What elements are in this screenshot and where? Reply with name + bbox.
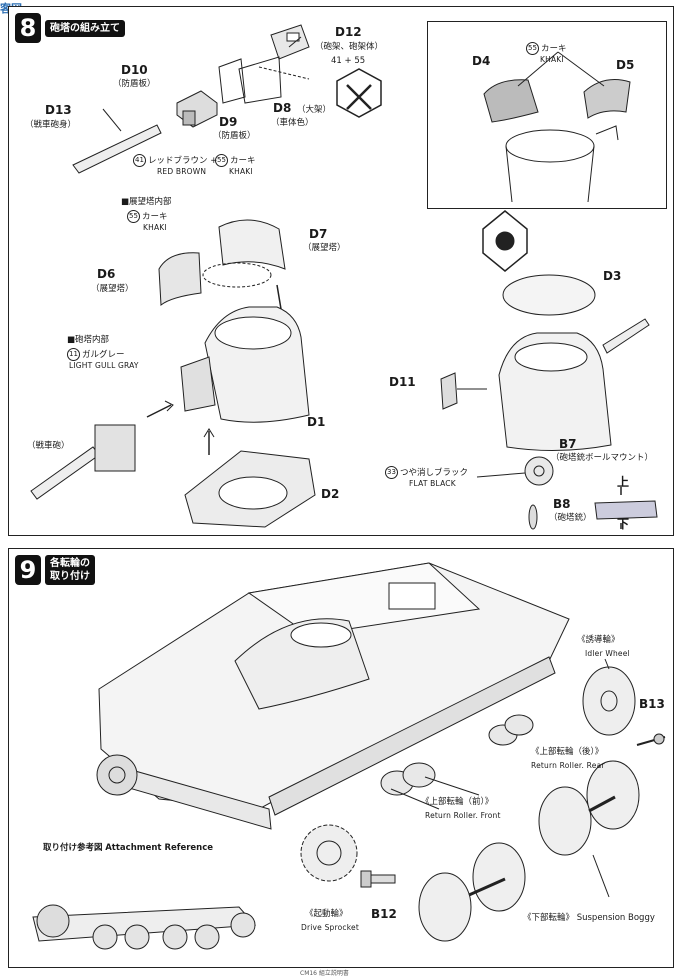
boggy-en: Suspension Boggy (576, 913, 655, 923)
part-D3: D3 (603, 269, 622, 283)
step-title-line1: 各転輪の (50, 558, 90, 569)
step-title: 各転輪の 取り付け (45, 555, 95, 585)
part-D12-paint: 41 + 55 (331, 56, 366, 66)
part-D12-desc: （砲架、砲架体） (315, 42, 384, 52)
return-front-jp: 《上部転輪（前）》 (421, 797, 494, 807)
paint-number: 33 (385, 466, 398, 479)
paint-number: 55 (127, 210, 140, 223)
wheel-assembly-illustration (32, 562, 666, 950)
paint-khaki-inset-en: KHAKI (540, 55, 564, 64)
paint-red-brown-en: RED BROWN (157, 167, 207, 176)
cupola-interior-label: ■展望塔内部 (121, 197, 172, 207)
part-D8: D8 (273, 101, 292, 115)
return-rear-jp: 《上部転輪（後）》 (531, 747, 604, 757)
part-D1: D1 (307, 415, 326, 429)
paint-number: 41 (133, 154, 146, 167)
paint-name: ガルグレー (82, 350, 125, 360)
paint-number: 11 (67, 348, 80, 361)
paint-name: つや消しブラック (400, 468, 469, 478)
paint-name: カーキ (230, 156, 256, 166)
reference-en: Attachment Reference (105, 843, 214, 853)
boggy-jp: 《下部転輪》 (523, 913, 575, 923)
idler-label-jp: 《誘導輪》 (577, 635, 620, 645)
step-8-badge: 8 砲塔の組み立て (15, 13, 125, 43)
step-9-badge: 9 各転輪の 取り付け (15, 555, 95, 585)
paint-flat-black-en: FLAT BLACK (409, 479, 456, 488)
step-9-panel: 9 各転輪の 取り付け 《誘導輪》 Idler Wheel B13 《上部転輪（… (8, 548, 674, 968)
part-D12: D12 (335, 25, 362, 39)
paint-name: レッドブラウン + (148, 156, 218, 166)
part-D11: D11 (389, 375, 416, 389)
part-D2: D2 (321, 487, 340, 501)
boggy-label: 《下部転輪》 Suspension Boggy (523, 913, 655, 924)
return-rear-en: Return Roller. Rear (531, 761, 605, 770)
part-D6-desc: （展望塔） (91, 284, 134, 294)
paint-khaki-cupola-en: KHAKI (143, 223, 167, 232)
part-B8-desc: （砲塔銃） (549, 513, 592, 523)
reference-jp: 取り付け参考図 (43, 843, 103, 853)
hatch-detail-illustration (483, 51, 631, 203)
part-D6: D6 (97, 267, 116, 281)
footer-note: CM16 組立説明書 (300, 970, 349, 977)
turret-interior-label: ■砲塔内部 (67, 335, 110, 345)
tank-gun-label: （戦車砲） (27, 441, 70, 451)
part-D4: D4 (472, 54, 491, 68)
part-D13: D13 (45, 103, 72, 117)
paint-light-gull-gray-en: LIGHT GULL GRAY (69, 361, 139, 370)
part-D9: D9 (219, 115, 238, 129)
down-marker: 下 (617, 517, 630, 531)
step-8-panel: 8 砲塔の組み立て D12 （砲架、砲架体） 41 + 55 D10 （防盾板）… (8, 6, 674, 536)
part-D5: D5 (616, 58, 635, 72)
paint-name: カーキ (142, 212, 168, 222)
paint-number: 55 (215, 154, 228, 167)
part-D7: D7 (309, 227, 328, 241)
paint-name: カーキ (541, 44, 567, 54)
up-marker: 上 (617, 475, 630, 489)
part-B13: B13 (639, 697, 665, 711)
return-front-en: Return Roller. Front (425, 811, 501, 820)
part-D9-desc: （防盾板） (213, 131, 256, 141)
part-D10-desc: （防盾板） (113, 79, 156, 89)
step-number: 8 (15, 13, 41, 43)
part-D13-desc: （戦車砲身） (25, 120, 77, 130)
part-D7-desc: （展望塔） (303, 243, 346, 253)
paint-khaki-en: KHAKI (229, 167, 253, 176)
sprocket-jp: 《起動輪》 (305, 909, 348, 919)
part-B8: B8 (553, 497, 571, 511)
step-number: 9 (15, 555, 41, 585)
part-B7: B7 (559, 437, 577, 451)
step-title-line2: 取り付け (50, 571, 90, 582)
reference-title: 取り付け参考図 Attachment Reference (43, 843, 213, 854)
part-B7-desc: （砲塔銃ボールマウント） (551, 453, 654, 463)
idler-label-en: Idler Wheel (585, 649, 630, 658)
step-title: 砲塔の組み立て (45, 19, 125, 37)
sprocket-en: Drive Sprocket (301, 923, 359, 932)
part-D8-desc: （大架） (297, 105, 332, 115)
turret-assembly-illustration (30, 24, 658, 530)
part-B12: B12 (371, 907, 397, 921)
paint-number: 55 (526, 42, 539, 55)
part-D8-note: （車体色） (271, 118, 314, 128)
part-D10: D10 (121, 63, 148, 77)
